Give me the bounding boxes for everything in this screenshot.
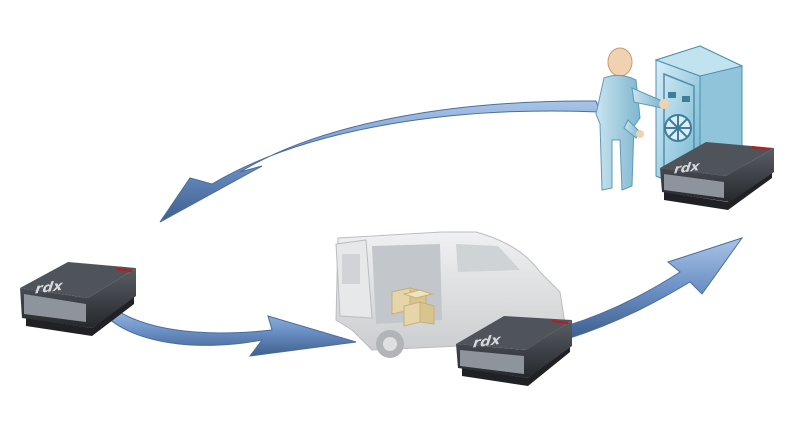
cartridge-logo: rdx bbox=[471, 332, 504, 352]
rdx-cartridge-icon: rdx bbox=[456, 316, 572, 386]
cartridge-logo: rdx bbox=[672, 159, 702, 177]
cartridge-vault: rdx bbox=[660, 142, 774, 210]
cartridge-left: rdx bbox=[20, 262, 136, 336]
cartridge-logo: rdx bbox=[33, 278, 66, 298]
arrow-top bbox=[159, 100, 601, 223]
cartridge-center: rdx bbox=[456, 316, 572, 386]
arrow-bottom-left bbox=[99, 303, 357, 357]
person-icon bbox=[595, 47, 669, 191]
rdx-cartridge-icon: rdx bbox=[660, 142, 774, 210]
rdx-cartridge-icon: rdx bbox=[20, 262, 136, 336]
arrow-right bbox=[565, 237, 744, 339]
cardboard-boxes-icon bbox=[391, 287, 435, 327]
